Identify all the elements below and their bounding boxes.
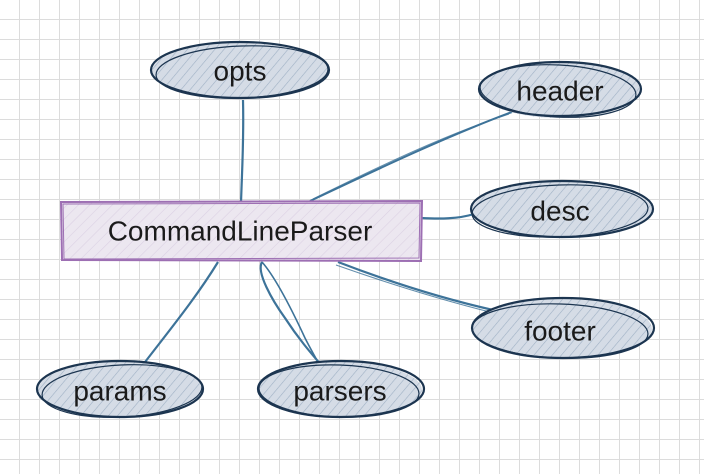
node-params: params	[35, 359, 205, 419]
node-desc-label: desc	[530, 196, 589, 227]
edge-root-parsers	[259, 261, 323, 367]
node-header-label: header	[516, 76, 603, 107]
node-footer-label: footer	[524, 316, 596, 347]
node-parsers-label: parsers	[293, 376, 386, 407]
node-footer: footer	[470, 296, 656, 360]
root-node: CommandLineParser	[59, 199, 424, 263]
node-desc: desc	[469, 179, 655, 239]
node-header: header	[477, 60, 643, 118]
edges	[141, 99, 513, 367]
node-parsers: parsers	[256, 359, 426, 419]
edge-root-header	[309, 111, 513, 202]
edge-root-params	[141, 261, 219, 367]
edge-root-opts	[239, 99, 245, 204]
edge-root-footer	[337, 260, 494, 312]
node-opts-label: opts	[214, 56, 267, 87]
node-params-label: params	[73, 376, 166, 407]
root-node-label: CommandLineParser	[108, 216, 373, 247]
edge-root-desc	[420, 212, 475, 220]
node-opts: opts	[149, 40, 331, 100]
